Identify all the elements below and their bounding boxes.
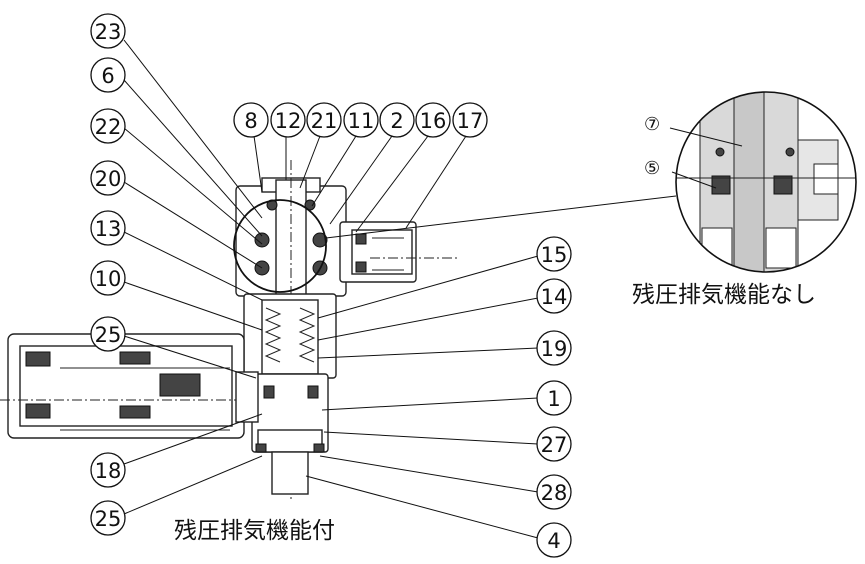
label-17: 17 [405,102,488,229]
label-1: 1 [321,380,572,416]
label-12: 12 [270,102,306,180]
svg-text:18: 18 [95,459,122,483]
label-20: 20 [90,160,263,269]
inset-label-7: ⑦ [644,114,660,135]
valve-body [0,160,460,500]
svg-text:19: 19 [541,337,568,361]
svg-text:2: 2 [390,109,403,133]
svg-text:4: 4 [547,529,560,553]
svg-text:11: 11 [348,109,375,133]
inset-label-5: ⑤ [644,158,660,179]
label-2: 2 [329,102,415,225]
label-6: 6 [90,57,263,237]
label-16: 16 [355,102,451,233]
svg-text:13: 13 [95,217,122,241]
inset-detail [669,91,857,273]
caption-with-residual-exhaust: 残圧排気機能付 [174,518,335,544]
svg-text:21: 21 [311,109,338,133]
label-4: 4 [305,475,572,558]
svg-text:1: 1 [547,387,560,411]
label-8: 8 [233,102,269,193]
label-28: 28 [319,455,572,510]
label-22: 22 [90,108,263,245]
svg-text:28: 28 [541,481,568,505]
label-14: 14 [317,278,572,341]
svg-text:12: 12 [275,109,302,133]
label-18: 18 [90,413,263,488]
spring [264,307,316,363]
detail-circle [233,199,327,293]
label-19: 19 [317,330,572,366]
label-13: 13 [90,210,263,301]
svg-text:23: 23 [95,20,122,44]
svg-text:15: 15 [541,243,568,267]
svg-text:10: 10 [95,267,122,291]
svg-text:6: 6 [101,64,114,88]
svg-text:14: 14 [541,285,568,309]
svg-text:25: 25 [95,507,122,531]
svg-text:27: 27 [541,433,568,457]
label-25-lower: 25 [90,455,263,536]
label-10: 10 [90,260,263,331]
svg-text:8: 8 [244,109,257,133]
label-15: 15 [317,236,572,319]
caption-without-residual-exhaust: 残圧排気機能なし [632,282,816,308]
label-23: 23 [90,13,263,219]
svg-text:22: 22 [95,115,122,139]
svg-text:25: 25 [95,323,122,347]
svg-text:17: 17 [457,109,484,133]
label-21: 21 [299,102,342,189]
label-25-upper: 25 [90,316,257,379]
label-27: 27 [323,426,572,462]
svg-text:16: 16 [420,109,447,133]
label-11: 11 [311,102,379,207]
detail-connector [325,195,677,239]
svg-text:20: 20 [95,167,122,191]
